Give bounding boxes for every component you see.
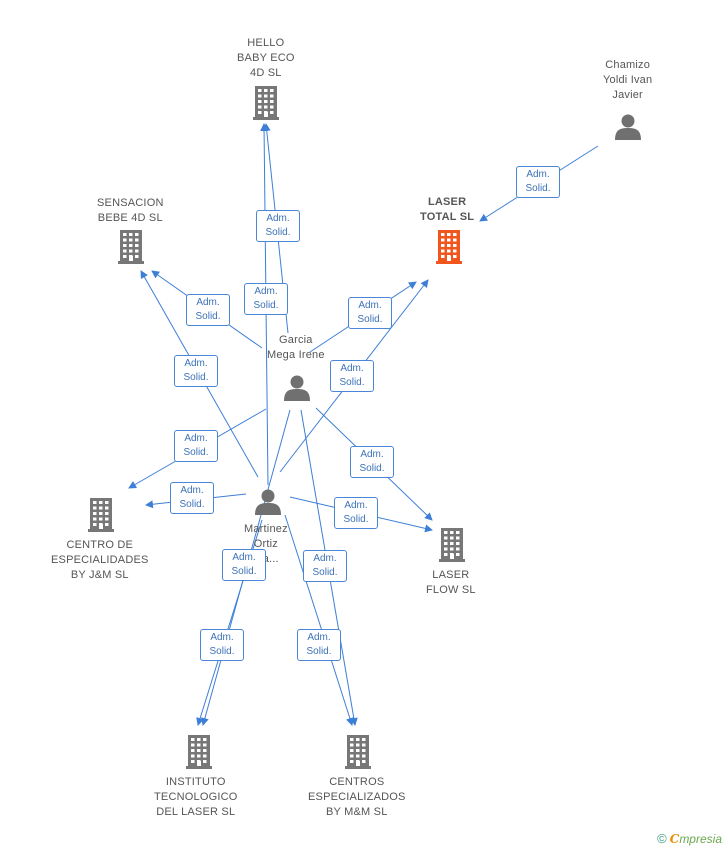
node-label-sensacion[interactable]: SENSACION BEBE 4D SL [97, 196, 164, 226]
node-label-line: HELLO [247, 37, 285, 49]
role-badge-garcia-instituto[interactable]: Adm. Solid. [200, 629, 244, 661]
role-badge-line-adm: Adm. [340, 363, 364, 374]
copyright-symbol: © [657, 831, 667, 846]
role-badge-martinez-hello_baby[interactable]: Adm. Solid. [244, 283, 288, 315]
node-label-line: Mega Irene [267, 349, 325, 361]
role-badge-garcia-centros_esp[interactable]: Adm. Solid. [303, 550, 347, 582]
role-badge-garcia-centro_esp[interactable]: Adm. Solid. [174, 430, 218, 462]
brand-name: mpresia [679, 832, 722, 846]
node-label-instituto[interactable]: INSTITUTO TECNOLOGICO DEL LASER SL [154, 775, 238, 820]
role-badge-garcia-sensacion[interactable]: Adm. Solid. [186, 294, 230, 326]
person-icon-martinez[interactable] [255, 489, 281, 516]
role-badge-line-solid: Solid. [265, 227, 291, 238]
building-icon-instituto[interactable] [186, 735, 212, 769]
node-label-line: SENSACION [97, 197, 164, 209]
building-icon-centros_esp[interactable] [345, 735, 371, 769]
role-badge-line-adm: Adm. [180, 485, 204, 496]
node-label-centro_esp[interactable]: CENTRO DE ESPECIALIDADES BY J&M SL [51, 538, 149, 583]
node-label-line: BY J&M SL [70, 569, 129, 581]
role-badge-martinez-laser_flow[interactable]: Adm. Solid. [334, 497, 378, 529]
role-badge-line-adm: Adm. [184, 358, 208, 369]
edge-martinez-to-centros_esp [284, 514, 354, 726]
node-label-line: INSTITUTO [165, 776, 226, 788]
role-badge-line-adm: Adm. [313, 553, 337, 564]
role-badge-martinez-centro_esp[interactable]: Adm. Solid. [170, 482, 214, 514]
role-badge-line-solid: Solid. [525, 183, 551, 194]
brand-initial: C [669, 832, 680, 846]
role-badge-line-solid: Solid. [253, 300, 279, 311]
node-label-line: FLOW SL [426, 584, 476, 596]
role-badge-line-adm: Adm. [344, 500, 368, 511]
role-badge-line-solid: Solid. [195, 311, 221, 322]
role-badge-line-adm: Adm. [358, 300, 382, 311]
role-badge-line-adm: Adm. [266, 213, 290, 224]
node-label-line: DEL LASER SL [156, 806, 236, 818]
node-label-line: BY M&M SL [326, 806, 388, 818]
node-label-line: TECNOLOGICO [154, 791, 238, 803]
node-label-laser_total[interactable]: LASER TOTAL SL [420, 195, 474, 225]
building-icon-centro_esp[interactable] [88, 498, 114, 532]
node-label-line: CENTROS [329, 776, 385, 788]
role-badge-line-solid: Solid. [183, 447, 209, 458]
node-label-hello_baby[interactable]: HELLO BABY ECO 4D SL [237, 36, 295, 81]
role-badge-line-adm: Adm. [254, 286, 278, 297]
role-badge-martinez-centros_esp[interactable]: Adm. Solid. [297, 629, 341, 661]
role-badge-garcia-laser_total[interactable]: Adm. Solid. [348, 297, 392, 329]
role-badge-martinez-laser_total[interactable]: Adm. Solid. [330, 360, 374, 392]
person-icon-chamizo[interactable] [615, 114, 641, 141]
role-badge-garcia-hello_baby[interactable]: Adm. Solid. [256, 210, 300, 242]
role-badge-line-adm: Adm. [526, 169, 550, 180]
role-badge-line-adm: Adm. [210, 632, 234, 643]
node-label-line: ESPECIALIDADES [51, 554, 149, 566]
node-label-line: BABY ECO [237, 52, 295, 64]
role-badge-line-solid: Solid. [343, 514, 369, 525]
node-label-centros_esp[interactable]: CENTROS ESPECIALIZADOS BY M&M SL [308, 775, 406, 820]
role-badge-line-solid: Solid. [183, 372, 209, 383]
node-label-line: Martinez [244, 523, 288, 535]
person-icon-garcia[interactable] [284, 375, 310, 402]
node-label-line: LASER [427, 196, 467, 208]
role-badge-line-adm: Adm. [184, 433, 208, 444]
role-badge-line-adm: Adm. [232, 552, 256, 563]
building-icon-sensacion[interactable] [118, 230, 144, 264]
role-badge-garcia-laser_flow[interactable]: Adm. Solid. [350, 446, 394, 478]
node-label-line: Javier [612, 89, 643, 101]
building-icon-laser_flow[interactable] [439, 528, 465, 562]
role-badge-line-adm: Adm. [307, 632, 331, 643]
role-badge-martinez-sensacion[interactable]: Adm. Solid. [174, 355, 218, 387]
role-badge-line-solid: Solid. [357, 314, 383, 325]
node-label-line: ESPECIALIZADOS [308, 791, 406, 803]
node-label-line: TOTAL SL [420, 211, 475, 223]
role-badge-line-adm: Adm. [196, 297, 220, 308]
node-label-line: CENTRO DE [66, 539, 134, 551]
role-badge-line-solid: Solid. [306, 646, 332, 657]
role-badge-line-solid: Solid. [231, 566, 257, 577]
role-badge-martinez-instituto[interactable]: Adm. Solid. [222, 549, 266, 581]
building-icon-hello_baby[interactable] [253, 86, 279, 120]
role-badge-line-solid: Solid. [359, 463, 385, 474]
role-badge-line-solid: Solid. [179, 499, 205, 510]
node-label-line: Garcia [279, 334, 313, 346]
role-badge-line-solid: Solid. [339, 377, 365, 388]
node-label-line: Chamizo [605, 59, 651, 71]
node-icons [88, 86, 641, 769]
node-label-line: Ortiz [253, 538, 278, 550]
node-label-laser_flow[interactable]: LASER FLOW SL [426, 568, 476, 598]
role-badge-line-solid: Solid. [209, 646, 235, 657]
node-label-line: LASER [432, 569, 470, 581]
building-icon-laser_total[interactable] [436, 230, 462, 264]
node-label-line: BEBE 4D SL [97, 212, 163, 224]
node-label-line: 4D SL [250, 67, 282, 79]
role-badge-line-solid: Solid. [312, 567, 338, 578]
node-label-line: Yoldi Ivan [603, 74, 653, 86]
empresia-brand[interactable]: ©Cmpresia [657, 831, 722, 846]
role-badge-line-adm: Adm. [360, 449, 384, 460]
role-badge-chamizo-laser_total[interactable]: Adm. Solid. [516, 166, 560, 198]
